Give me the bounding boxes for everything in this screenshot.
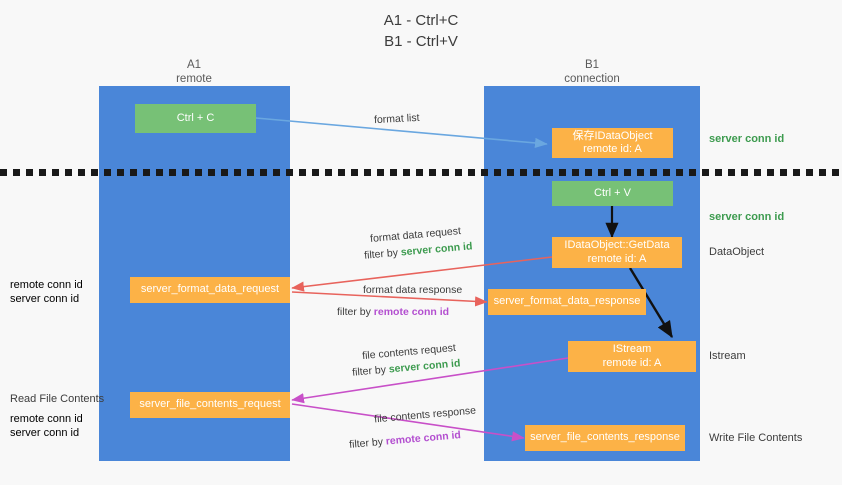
filter-prefix: filter by xyxy=(363,246,402,262)
filter-prefix: filter by xyxy=(348,435,387,451)
node-store-idataobject-line1: 保存IDataObject xyxy=(572,129,653,142)
node-server-file-contents-response-label: server_file_contents_response xyxy=(530,431,680,444)
annotation-dataobject: DataObject xyxy=(709,246,765,258)
edge-label-format-data-response-text: format data response xyxy=(363,284,463,296)
annotation-remote-conn-id: remote conn id xyxy=(10,279,83,291)
node-istream-line1: IStream xyxy=(612,343,652,355)
node-ctrl-c-label: Ctrl + C xyxy=(176,111,215,124)
edge-format-data-request xyxy=(291,256,553,292)
edge-label-format-data-response: format data response xyxy=(363,283,462,297)
node-store-idataobject[interactable]: 保存IDataObject remote id: A xyxy=(552,128,673,158)
node-ctrl-v-label: Ctrl + V xyxy=(594,186,631,199)
annotation-remote-conn-id: remote conn id xyxy=(10,413,83,425)
annotation-write-file-contents: Write File Contents xyxy=(709,432,803,444)
node-ctrl-c[interactable]: Ctrl + C xyxy=(135,104,256,133)
column-header-a1-title: A1 xyxy=(186,59,202,71)
annotation-istream: Istream xyxy=(709,350,746,362)
annotation-left-ids-lower: remote conn id server conn id xyxy=(10,412,83,440)
column-header-b1-subtitle: connection xyxy=(564,73,620,85)
edge-getdata-to-istream xyxy=(628,267,674,339)
node-store-idataobject-line2: remote id: A xyxy=(583,143,642,155)
filter-prefix: filter by xyxy=(337,306,374,318)
node-server-format-data-response-label: server_format_data_response xyxy=(493,295,641,308)
diagram-title: A1 - Ctrl+C B1 - Ctrl+V xyxy=(0,10,842,52)
edge-label-format-list: format list xyxy=(373,111,420,127)
annotation-server-conn-id: server conn id xyxy=(10,293,80,305)
node-server-file-contents-request[interactable]: server_file_contents_request xyxy=(130,392,290,418)
node-server-file-contents-request-label: server_file_contents_request xyxy=(139,398,281,411)
annotation-server-conn-id-second: server conn id xyxy=(709,211,785,223)
edge-file-contents-request xyxy=(291,357,569,404)
edge-file-contents-response xyxy=(291,403,525,442)
annotation-server-conn-id: server conn id xyxy=(10,427,80,439)
annotation-server-conn-id-top: server conn id xyxy=(709,133,785,145)
node-idataobject-getdata-line2: remote id: A xyxy=(587,252,647,265)
node-ctrl-v[interactable]: Ctrl + V xyxy=(552,181,673,206)
node-server-file-contents-response[interactable]: server_file_contents_response xyxy=(525,425,685,451)
column-header-b1: B1 connection xyxy=(512,58,672,86)
node-istream-line2: remote id: A xyxy=(602,356,662,369)
edge-label-format-data-response-filter: filter by remote conn id xyxy=(337,305,449,319)
node-server-format-data-response[interactable]: server_format_data_response xyxy=(488,289,646,315)
edge-format-list xyxy=(255,117,548,149)
column-header-a1: A1 remote xyxy=(114,58,274,86)
node-istream[interactable]: IStream remote id: A xyxy=(568,341,696,372)
annotation-read-file-contents: Read File Contents xyxy=(10,393,105,405)
column-header-b1-title: B1 xyxy=(584,59,600,71)
filter-prefix: filter by xyxy=(351,363,390,379)
node-idataobject-getdata-line1: IDataObject::GetData xyxy=(564,239,670,251)
edge-format-data-response xyxy=(291,291,488,307)
phase-divider xyxy=(0,169,842,176)
node-server-format-data-request-label: server_format_data_request xyxy=(140,283,280,296)
annotation-left-ids-upper: remote conn id server conn id xyxy=(10,278,83,306)
title-line-1: A1 - Ctrl+C xyxy=(383,12,459,29)
node-idataobject-getdata[interactable]: IDataObject::GetData remote id: A xyxy=(552,237,682,268)
title-line-2: B1 - Ctrl+V xyxy=(384,33,458,50)
column-header-a1-subtitle: remote xyxy=(176,73,212,85)
node-server-format-data-request[interactable]: server_format_data_request xyxy=(130,277,290,303)
filter-value-remote-conn-id: remote conn id xyxy=(373,306,450,318)
